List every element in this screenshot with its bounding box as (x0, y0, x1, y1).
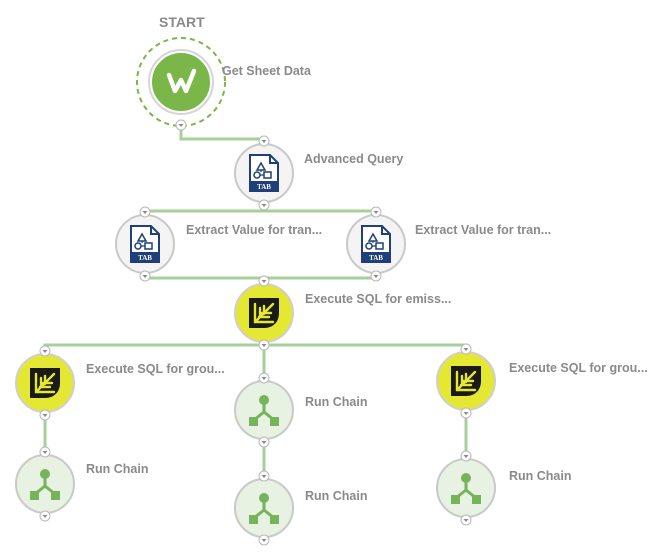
chain-icon (28, 467, 62, 501)
node-label: Advanced Query (304, 152, 404, 166)
output-port[interactable] (175, 119, 187, 131)
leaf-db-icon (27, 365, 63, 401)
input-port[interactable] (370, 206, 382, 218)
input-port[interactable] (258, 275, 270, 287)
input-port[interactable] (460, 343, 472, 355)
node-label: Execute SQL for emiss... (305, 292, 452, 306)
connector-advanced-extract-right (262, 200, 378, 218)
input-port[interactable] (258, 372, 270, 384)
tab-file-icon: TAB (359, 225, 393, 263)
node-label: Extract Value for tran... (186, 223, 323, 237)
start-dashed-ring (136, 37, 226, 127)
node-label: Run Chain (509, 469, 572, 483)
svg-text:TAB: TAB (138, 254, 152, 262)
chain-icon (449, 471, 483, 505)
tab-file-icon: TAB (247, 154, 281, 192)
output-port[interactable] (139, 270, 151, 282)
leaf-db-icon (246, 295, 282, 331)
connector-advanced-extract-left (143, 200, 266, 218)
input-port[interactable] (139, 206, 151, 218)
output-port[interactable] (258, 436, 270, 448)
svg-text:TAB: TAB (257, 183, 271, 191)
leaf-db-icon (448, 363, 484, 399)
node-label: Execute SQL for grou... (509, 361, 648, 375)
output-port[interactable] (258, 534, 270, 546)
tab-file-icon: TAB (128, 225, 162, 263)
input-port[interactable] (39, 345, 51, 357)
node-label: Execute SQL for grou... (86, 362, 225, 376)
output-port[interactable] (460, 514, 472, 526)
input-port[interactable] (460, 450, 472, 462)
input-port[interactable] (258, 470, 270, 482)
start-label: START (159, 14, 205, 30)
node-label: Run Chain (86, 462, 149, 476)
input-port[interactable] (39, 446, 51, 458)
connector-execute-right (264, 343, 468, 354)
svg-text:TAB: TAB (369, 254, 383, 262)
node-label: Run Chain (305, 489, 368, 503)
output-port[interactable] (39, 510, 51, 522)
node-label: Extract Value for tran... (415, 223, 552, 237)
node-label: Get Sheet Data (222, 64, 311, 78)
output-port[interactable] (39, 409, 51, 421)
chain-icon (247, 491, 281, 525)
output-port[interactable] (258, 339, 270, 351)
connector-extract-left-execute (143, 272, 266, 286)
output-port[interactable] (370, 270, 382, 282)
output-port[interactable] (258, 199, 270, 211)
brand-w-icon (160, 61, 202, 103)
node-label: Run Chain (305, 395, 368, 409)
connector-extract-right-execute (264, 272, 378, 280)
output-port[interactable] (460, 407, 472, 419)
node-circle[interactable] (234, 380, 294, 440)
input-port[interactable] (258, 135, 270, 147)
connector-execute-left (43, 340, 266, 356)
chain-icon (247, 393, 281, 427)
